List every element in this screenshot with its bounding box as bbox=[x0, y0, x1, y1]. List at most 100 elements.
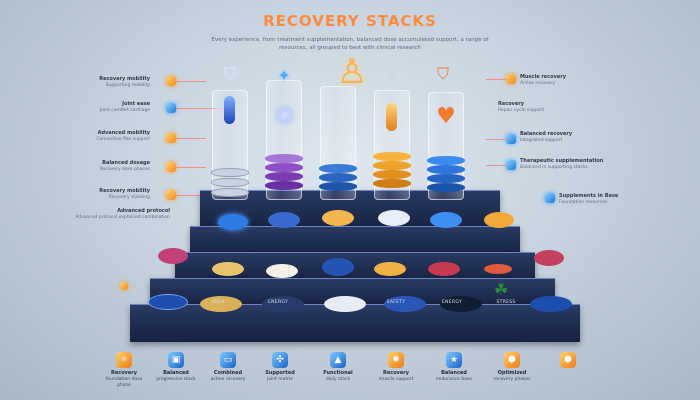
hexagon-icon bbox=[166, 162, 176, 172]
hexagon-icon bbox=[166, 76, 176, 86]
monitor-icon: ▭ bbox=[220, 352, 236, 368]
base-label: AREA bbox=[211, 300, 225, 305]
base-label: ENERGY bbox=[442, 300, 462, 305]
base-dish bbox=[262, 296, 304, 312]
base-dish bbox=[324, 296, 366, 312]
pink-disc bbox=[534, 250, 564, 266]
base-label: STAFF bbox=[330, 300, 346, 305]
drop-icon bbox=[545, 193, 555, 203]
blue-disc bbox=[319, 173, 357, 182]
red-disc bbox=[428, 262, 460, 276]
hexagon-icon bbox=[120, 282, 128, 290]
hexagon-icon bbox=[506, 74, 516, 84]
circle-icon bbox=[506, 134, 516, 144]
fire-icon: ✹ bbox=[388, 352, 404, 368]
page-subtitle: Every experience, from treatment supplem… bbox=[211, 37, 489, 51]
gold-coin bbox=[322, 210, 354, 226]
leader-line bbox=[176, 195, 206, 196]
purple-disc bbox=[265, 172, 303, 181]
lightbulb-icon: ☼ bbox=[116, 352, 132, 368]
base-label: STRESS bbox=[496, 300, 516, 305]
gold-disc bbox=[373, 170, 411, 179]
blue-disc bbox=[427, 174, 465, 183]
white-disc bbox=[211, 168, 249, 177]
leader-line bbox=[486, 165, 506, 166]
gold-disc bbox=[373, 152, 411, 161]
blue-disc bbox=[319, 182, 357, 191]
shield-icon: ⛉ bbox=[436, 64, 449, 83]
base-dish bbox=[384, 296, 426, 312]
blue-disc bbox=[322, 258, 354, 276]
gold-disc bbox=[374, 262, 406, 276]
gold-coin bbox=[484, 212, 514, 228]
plant-icon: ☘ bbox=[493, 280, 509, 299]
star-icon: ★ bbox=[446, 352, 462, 368]
sparkle-icon: ✧ bbox=[385, 66, 399, 85]
human-figure-icon: ♙ bbox=[336, 52, 368, 92]
square-icon bbox=[166, 103, 176, 113]
blue-disc bbox=[427, 165, 465, 174]
leader-line bbox=[176, 108, 216, 109]
leader-line bbox=[176, 138, 206, 139]
platform-step-3 bbox=[175, 252, 535, 282]
base-label: ENERGY bbox=[268, 300, 288, 305]
blue-disc bbox=[427, 156, 465, 165]
hexagon-icon: ⬢ bbox=[504, 352, 520, 368]
blue-coin bbox=[430, 212, 462, 228]
orange-capsule bbox=[484, 264, 512, 274]
heart-icon: ♥ bbox=[436, 104, 456, 129]
food-block bbox=[212, 262, 244, 276]
leader-line bbox=[176, 81, 206, 82]
hexagon-icon bbox=[166, 133, 176, 143]
blue-coin bbox=[218, 214, 248, 230]
page-title: RECOVERY STACKS bbox=[263, 12, 437, 30]
purple-disc bbox=[265, 163, 303, 172]
base-label: SAFETY bbox=[386, 300, 406, 305]
pink-disc bbox=[158, 248, 188, 264]
shield-icon: ⛉ bbox=[223, 64, 236, 83]
white-disc bbox=[211, 188, 249, 197]
white-disc bbox=[211, 178, 249, 187]
circle-icon bbox=[506, 160, 516, 170]
box-icon: ▣ bbox=[168, 352, 184, 368]
platform-step-2 bbox=[190, 226, 520, 256]
blue-coin bbox=[268, 212, 300, 228]
white-coin bbox=[378, 210, 410, 226]
purple-disc bbox=[265, 181, 303, 190]
base-dish bbox=[530, 296, 572, 312]
sparkle-icon: ✺ bbox=[275, 104, 295, 129]
network-icon: ✣ bbox=[272, 352, 288, 368]
triangle-icon: ▲ bbox=[330, 352, 346, 368]
base-dish bbox=[440, 296, 482, 312]
gold-disc bbox=[373, 179, 411, 188]
base-dish bbox=[200, 296, 242, 312]
purple-disc bbox=[265, 154, 303, 163]
base-dish bbox=[148, 294, 188, 310]
blue-capsule bbox=[224, 96, 235, 124]
gold-disc bbox=[373, 161, 411, 170]
orange-capsule bbox=[386, 103, 397, 131]
star-icon: ✦ bbox=[277, 66, 291, 85]
leader-line bbox=[486, 79, 506, 80]
hexagon-icon: ⬢ bbox=[560, 352, 576, 368]
hexagon-icon bbox=[166, 190, 176, 200]
blue-disc bbox=[319, 164, 357, 173]
